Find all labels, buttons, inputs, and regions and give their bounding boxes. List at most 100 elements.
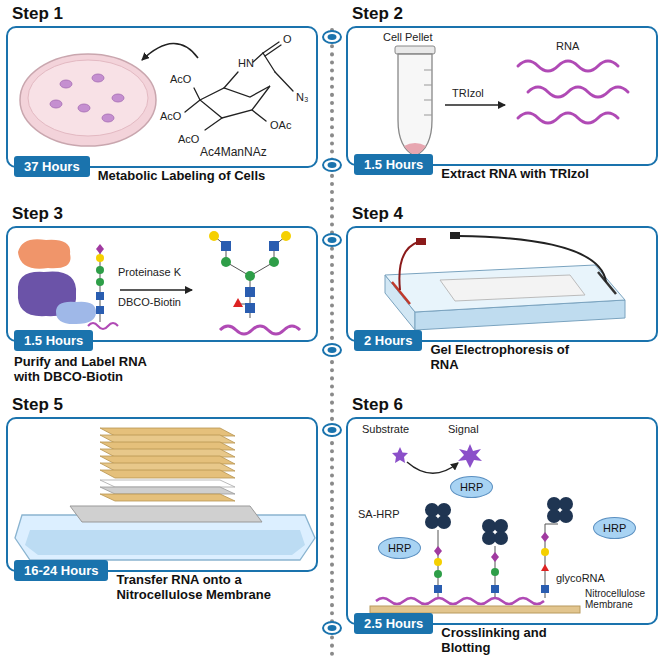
glycan-tree xyxy=(245,303,255,313)
enzyme-label: HRP xyxy=(388,542,411,554)
transfer-tank xyxy=(15,506,315,560)
protein xyxy=(56,302,96,324)
step-panel: Step 137 HoursMetabolic Labeling of Cell… xyxy=(6,26,318,168)
annotation-label: Nitrocellulose Membrane xyxy=(585,588,655,610)
reaction-arrow xyxy=(407,462,458,473)
arrow xyxy=(120,289,192,291)
glycan-tree xyxy=(269,241,279,251)
enzyme-oval: HRP xyxy=(378,537,421,559)
glycan-small xyxy=(96,254,104,262)
chemical-structure xyxy=(200,86,270,118)
gel-box xyxy=(598,272,616,294)
streptavidin xyxy=(494,519,508,533)
step-title: Extract RNA with TRIzol xyxy=(441,167,589,182)
glycan-chain xyxy=(541,585,549,593)
timeline-marker xyxy=(323,234,341,246)
petri-dish xyxy=(20,54,156,146)
rna-strand xyxy=(518,61,618,71)
chemical-structure xyxy=(185,100,200,112)
curved-arrow xyxy=(142,43,198,60)
glycan-small xyxy=(96,278,104,286)
glycan-chain xyxy=(491,552,499,562)
glycan-small xyxy=(96,244,104,254)
transfer-tank xyxy=(25,530,305,555)
annotation-label: AcO xyxy=(170,73,191,85)
streptavidin xyxy=(547,497,561,511)
annotation-label: Proteinase K xyxy=(118,266,181,278)
arrow xyxy=(445,104,505,106)
glycan-chain xyxy=(541,532,549,542)
substrate-star xyxy=(392,447,408,463)
streptavidin xyxy=(482,519,496,533)
streptavidin xyxy=(547,509,561,523)
annotation-label: DBCO-Biotin xyxy=(118,296,181,308)
chemical-structure xyxy=(253,53,263,62)
annotation-label: OAc xyxy=(270,119,291,131)
glycan-tree xyxy=(209,231,300,334)
step-panel: Step 21.5 HoursExtract RNA with TRIzol xyxy=(346,26,658,166)
enzyme-label: HRP xyxy=(460,481,483,493)
tube xyxy=(424,70,432,115)
gel-box xyxy=(416,238,426,245)
chemical-structure xyxy=(265,45,281,56)
annotation-label: glycoRNA xyxy=(556,572,605,584)
signal-burst xyxy=(458,444,482,468)
streptavidin xyxy=(482,531,496,545)
streptavidin xyxy=(437,515,451,529)
gel-box xyxy=(385,232,625,330)
glycan-small xyxy=(96,306,104,314)
timeline-marker xyxy=(323,31,341,634)
step-title: Metabolic Labeling of Cells xyxy=(98,169,266,184)
chemical-structure xyxy=(263,53,275,72)
signal-burst xyxy=(458,444,482,468)
annotation-label: AcO xyxy=(160,110,181,122)
streptavidin xyxy=(425,515,439,529)
petri-dish xyxy=(20,54,156,146)
timeline xyxy=(330,30,334,655)
chemical-structure xyxy=(275,72,293,91)
timeline-marker xyxy=(323,424,341,436)
step-heading: Step 6 xyxy=(352,395,403,415)
streptavidin xyxy=(437,503,451,517)
chemical-structure xyxy=(252,110,266,121)
paper-stack xyxy=(100,428,235,501)
step-panel: Step 516-24 HoursTransfer RNA onto a Nit… xyxy=(6,417,318,572)
timeline-marker xyxy=(323,344,341,356)
tube xyxy=(395,46,435,54)
chemical-structure xyxy=(185,42,293,130)
duration-tab: 1.5 Hours xyxy=(354,154,433,175)
tube xyxy=(395,46,435,156)
annotation-label: TRIzol xyxy=(452,87,484,99)
timeline-marker xyxy=(328,347,337,353)
step-title: Crosslinking and Blotting xyxy=(441,626,566,656)
streptavidin xyxy=(425,497,573,545)
cell xyxy=(112,94,124,102)
streptavidin xyxy=(494,531,508,545)
glycan-small xyxy=(88,323,118,329)
rna-strand xyxy=(518,113,618,123)
glycan-small xyxy=(88,244,118,329)
glycan-chain xyxy=(541,564,549,571)
chemical-structure xyxy=(205,118,222,130)
glycan-chain xyxy=(434,570,442,578)
timeline-marker xyxy=(328,625,337,631)
enzyme-oval: HRP xyxy=(450,476,493,498)
annotation-label: RNA xyxy=(556,40,579,52)
annotation-label: Substrate xyxy=(362,423,409,435)
timeline-marker xyxy=(323,159,341,171)
glycan-tree xyxy=(209,231,219,241)
cell xyxy=(102,114,114,122)
step-heading: Step 4 xyxy=(352,204,403,224)
glycan-tree xyxy=(269,257,279,267)
annotation-label: HN xyxy=(238,57,254,69)
glycan-tree xyxy=(233,298,243,307)
annotation-label: O xyxy=(283,33,292,45)
glycan-tree xyxy=(221,241,231,251)
glycan-small xyxy=(96,292,104,300)
streptavidin xyxy=(559,509,573,523)
petri-dish xyxy=(28,60,148,136)
annotation-label: N₃ xyxy=(296,91,308,103)
timeline-marker xyxy=(328,237,337,243)
protein xyxy=(18,239,71,268)
duration-tab: 37 Hours xyxy=(14,156,90,177)
